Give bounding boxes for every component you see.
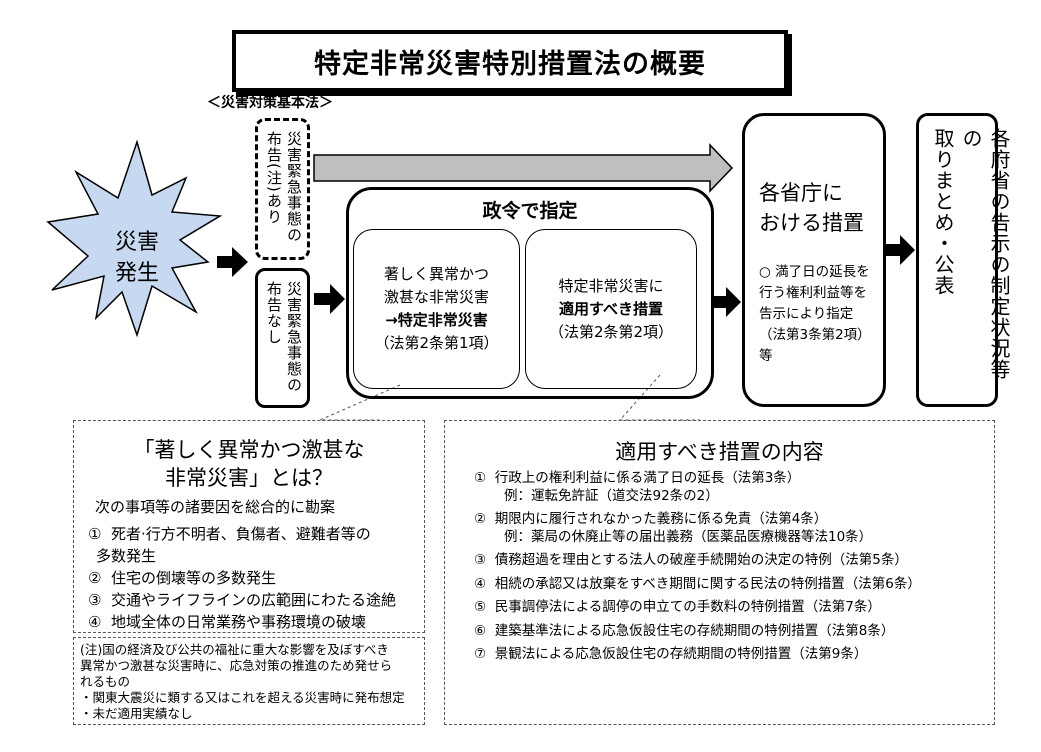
measures-heading: 適用すべき措置の内容 bbox=[615, 440, 824, 464]
definition-heading: 「著しく異常かつ激甚な 非常災害」とは？ bbox=[73, 436, 425, 492]
list-item: ① 死者·行方不明者、負傷者、避難者等の bbox=[88, 523, 418, 545]
list-item: ④ 地域全体の日常業務や事務環境の破壊 bbox=[88, 611, 418, 633]
item-num: ③ bbox=[88, 591, 102, 609]
definition-panel bbox=[73, 420, 425, 633]
note-line1: (注)国の経済及び公共の福祉に重大な影響を及ぼすべき bbox=[80, 642, 389, 657]
emergency-not-declared-text: 災害緊急事態の 布告なし bbox=[264, 281, 304, 393]
emergency-declared-line2: 布告(注)あり bbox=[265, 131, 283, 225]
disaster-label: 災害 発生 bbox=[92, 227, 182, 289]
item-num: ③ bbox=[474, 552, 487, 568]
compile-publish-box: 各府省の告示の制定状況等の 取りまとめ・公表 bbox=[916, 113, 1011, 407]
disaster-starburst bbox=[46, 139, 223, 338]
arrow-ministry-to-compile bbox=[885, 235, 915, 265]
designation-line4: （法第2条第1項） bbox=[374, 334, 499, 352]
item-text: 民事調停法による調停の申立ての手数料の特例措置（法第7条） bbox=[494, 599, 881, 615]
item-num: ① bbox=[88, 525, 102, 543]
ministry-measures-box: 各省庁に おける措置 ○ 満了日の延長を行う権利利益等を告示により指定（法第3条… bbox=[742, 113, 886, 407]
item-num: ② bbox=[474, 511, 487, 527]
item-text: 景観法による応急仮設住宅の存続期間の特例措置（法第9条） bbox=[494, 646, 868, 662]
emergency-not-declared-line1: 災害緊急事態の bbox=[285, 281, 303, 393]
list-item: ③ 債務超過を理由とする法人の破産手続開始の決定の特例（法第5条） bbox=[474, 552, 984, 570]
definition-list: ① 死者·行方不明者、負傷者、避難者等の 多数発生 ② 住宅の倒壊等の多数発生 … bbox=[88, 523, 418, 633]
list-item: ② 住宅の倒壊等の多数発生 bbox=[88, 567, 418, 589]
note-line5: ・未だ適用実績なし bbox=[80, 706, 193, 721]
list-item: ② 期限内に履行されなかった義務に係る免責（法第4条） 例：薬局の休廃止等の届出… bbox=[474, 511, 984, 546]
item-text: 行政上の権利利益に係る満了日の延長（法第3条） bbox=[494, 470, 801, 486]
ministry-note: ○ 満了日の延長を行う権利利益等を告示により指定（法第3条第2項）等 bbox=[759, 264, 871, 364]
item-text: 住宅の倒壊等の多数発生 bbox=[111, 569, 277, 587]
item-text: 期限内に履行されなかった義務に係る免責（法第4条） bbox=[494, 511, 828, 527]
designation-box: 著しく異常かつ 激甚な非常災害 →特定非常災害 （法第2条第1項） bbox=[353, 229, 520, 389]
ministry-line1: 各省庁に bbox=[759, 181, 843, 205]
applicable-line2: 適用すべき措置 bbox=[559, 299, 663, 318]
item-num: ① bbox=[474, 470, 487, 486]
emergency-declared-box: 災害緊急事態の 布告(注)あり bbox=[255, 118, 310, 260]
item-text: 建築基準法による応急仮設住宅の存続期間の特例措置（法第8条） bbox=[494, 622, 895, 639]
compile-line2: 取りまとめ・公表 bbox=[931, 128, 955, 296]
item-num: ⑤ bbox=[474, 599, 487, 615]
cabinet-order-title: 政令で指定 bbox=[482, 200, 578, 222]
item-num: ⑥ bbox=[474, 622, 487, 639]
list-item: ⑦ 景観法による応急仮設住宅の存続期間の特例措置（法第9条） bbox=[474, 646, 984, 664]
item-text: 債務超過を理由とする法人の破産手続開始の決定の特例（法第5条） bbox=[494, 552, 908, 568]
arrow-emergency-to-order bbox=[314, 284, 345, 314]
ministry-title: 各省庁に おける措置 bbox=[759, 178, 871, 238]
emergency-declared-line1: 災害緊急事態の bbox=[285, 131, 303, 243]
page-title: 特定非常災害特別措置法の概要 bbox=[232, 30, 788, 92]
item-text: 地域全体の日常業務や事務環境の破壊 bbox=[111, 613, 367, 631]
item-sub: 例：薬局の休廃止等の届出義務（医薬品医療機器等法10条） bbox=[504, 528, 873, 545]
item-text: 交通やライフラインの広範囲にわたる途絶 bbox=[111, 591, 397, 609]
item-text: 死者·行方不明者、負傷者、避難者等の bbox=[111, 525, 371, 543]
note-line3: れるもの bbox=[80, 674, 131, 689]
list-item: ① 行政上の権利利益に係る満了日の延長（法第3条） 例：運転免許証（道交法92条… bbox=[474, 470, 984, 505]
applicable-line1: 特定非常災害に bbox=[558, 276, 664, 295]
disaster-line1: 災害 bbox=[114, 230, 159, 255]
definition-heading-line2: 非常災害」とは？ bbox=[165, 466, 333, 490]
list-item: ③ 交通やライフラインの広範囲にわたる途絶 bbox=[88, 589, 418, 611]
cabinet-order-box bbox=[346, 187, 714, 399]
definition-heading-line1: 「著しく異常かつ激甚な bbox=[133, 438, 365, 462]
gray-arrow bbox=[313, 143, 734, 193]
item-sub: 例：運転免許証（道交法92条の2） bbox=[504, 487, 719, 504]
measures-panel bbox=[444, 420, 995, 725]
item-num: ④ bbox=[88, 613, 102, 631]
emergency-not-declared-line2: 布告なし bbox=[265, 281, 283, 345]
emergency-not-declared-box: 災害緊急事態の 布告なし bbox=[255, 268, 310, 408]
arrow-disaster-to-emergency bbox=[217, 247, 248, 277]
item-text: 相続の承認又は放棄をすべき期間に関する民法の特例措置（法第6条） bbox=[494, 575, 921, 592]
list-item-cont: 多数発生 bbox=[96, 547, 157, 565]
compile-text: 各府省の告示の制定状況等の 取りまとめ・公表 bbox=[929, 128, 1013, 392]
applicable-line3: （法第2条第2項） bbox=[548, 322, 674, 341]
emergency-declared-text: 災害緊急事態の 布告(注)あり bbox=[264, 131, 304, 243]
item-num: ② bbox=[88, 569, 102, 587]
note-line2: 異常かつ激甚な災害時に、応急対策の推進のため発せら bbox=[80, 658, 393, 673]
applicable-measures-box: 特定非常災害に 適用すべき措置 （法第2条第2項） bbox=[525, 229, 697, 389]
arrow-order-to-ministry bbox=[712, 287, 741, 317]
designation-line2: 激甚な非常災害 bbox=[383, 288, 489, 306]
list-item: ④ 相続の承認又は放棄をすべき期間に関する民法の特例措置（法第6条） bbox=[474, 576, 984, 594]
note-line4: ・関東大震災に類する又はこれを超える災害時に発布想定 bbox=[80, 690, 405, 705]
definition-intro: 次の事項等の諸要因を総合的に勘案 bbox=[95, 498, 336, 516]
measures-list: ① 行政上の権利利益に係る満了日の延長（法第3条） 例：運転免許証（道交法92条… bbox=[474, 470, 984, 670]
compile-line1: 各府省の告示の制定状況等の bbox=[959, 128, 1011, 380]
law-label: ＜災害対策基本法＞ bbox=[207, 95, 333, 111]
disaster-line2: 発生 bbox=[114, 261, 159, 286]
designation-line1: 著しく異常かつ bbox=[383, 265, 489, 283]
list-item: ⑤ 民事調停法による調停の申立ての手数料の特例措置（法第7条） bbox=[474, 599, 984, 617]
designation-line3: →特定非常災害 bbox=[385, 311, 488, 329]
item-num: ④ bbox=[474, 575, 487, 592]
list-item: ⑥ 建築基準法による応急仮設住宅の存続期間の特例措置（法第8条） bbox=[474, 623, 984, 641]
ministry-line2: おける措置 bbox=[759, 211, 864, 235]
note-panel: (注)国の経済及び公共の福祉に重大な影響を及ぼすべき 異常かつ激甚な災害時に、応… bbox=[73, 637, 425, 725]
item-num: ⑦ bbox=[474, 646, 487, 662]
